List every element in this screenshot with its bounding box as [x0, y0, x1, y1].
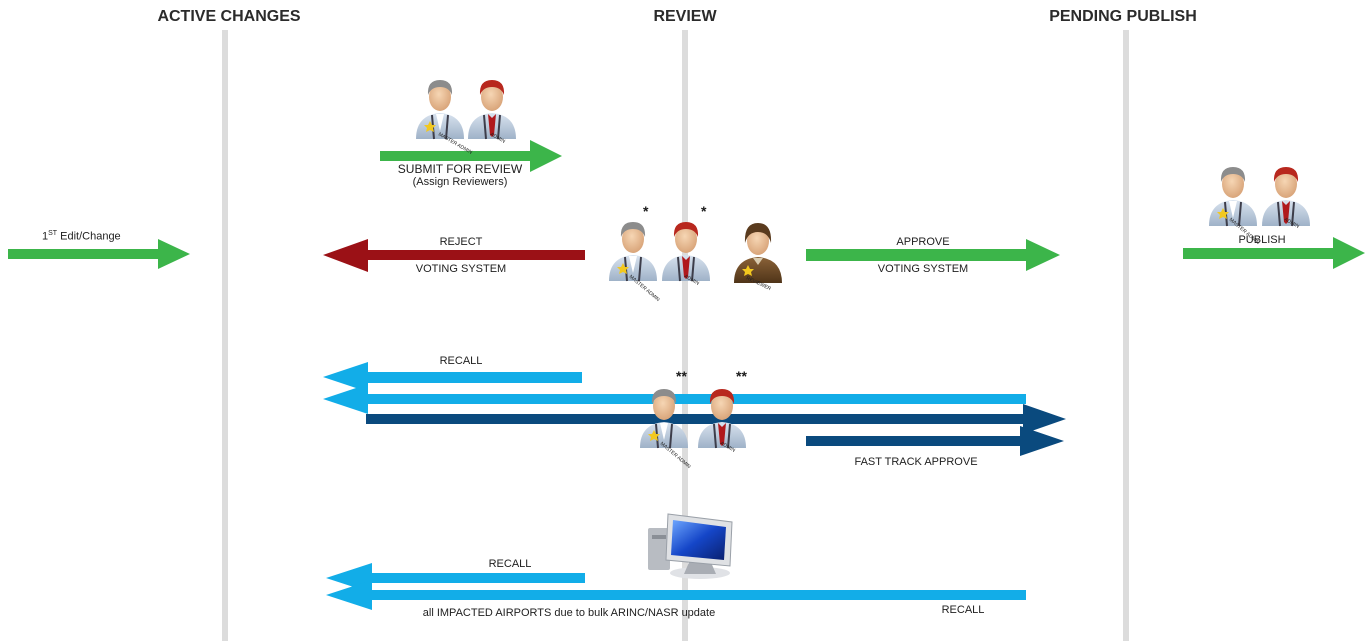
fast-track-arrow-long	[366, 404, 1066, 434]
submit-label: SUBMIT FOR REVIEW	[397, 162, 523, 176]
review-master-admin-avatar: MASTER ADMIN	[608, 221, 661, 303]
publish-label: PUBLISH	[1238, 234, 1286, 246]
reviewer-asterisk-master: *	[643, 203, 649, 219]
assign-reviewers-label: (Assign Reviewers)	[412, 176, 508, 188]
column-header-review: REVIEW	[653, 8, 717, 25]
column-header-active-changes: ACTIVE CHANGES	[157, 8, 301, 25]
divider-review-pending	[682, 30, 688, 641]
recall-arrow-bulk-long	[326, 580, 1026, 610]
first-edit-label: 1ST Edit/Change	[42, 230, 121, 243]
first-edit-arrow	[8, 239, 190, 269]
reviewer-asterisk-admin: *	[701, 203, 707, 219]
fast-track-label: FAST TRACK APPROVE	[854, 456, 978, 468]
fast-track-arrow-short	[806, 426, 1064, 456]
fasttrack-asterisk-master: **	[676, 368, 687, 384]
divider-pending-right	[1123, 30, 1129, 641]
computer-icon	[648, 513, 733, 579]
recall-label-top: RECALL	[439, 355, 483, 367]
approve-voting-label: VOTING SYSTEM	[877, 263, 969, 275]
publish-arrow	[1183, 237, 1365, 269]
reviewer-avatar: REVIEWER	[734, 223, 782, 292]
submit-arrow	[380, 140, 562, 172]
approve-label: APPROVE	[896, 236, 950, 248]
reject-label: REJECT	[439, 236, 483, 248]
recall-label-bulk: RECALL	[488, 558, 532, 570]
impacted-airports-label: all IMPACTED AIRPORTS due to bulk ARINC/…	[422, 607, 716, 619]
recall-arrow-bulk-short	[326, 563, 585, 593]
submit-master-admin-avatar: MASTER ADMIN	[415, 79, 473, 156]
recall-arrow-short	[323, 362, 582, 392]
submit-admin-avatar: ADMIN	[467, 79, 517, 145]
recall-label-bottom: RECALL	[941, 604, 985, 616]
divider-active-review	[222, 30, 228, 641]
approve-arrow	[806, 239, 1060, 271]
fasttrack-asterisk-admin: **	[736, 368, 747, 384]
column-header-pending-publish: PENDING PUBLISH	[1049, 8, 1197, 25]
reject-voting-label: VOTING SYSTEM	[415, 263, 507, 275]
publish-admin-avatar: ADMIN	[1261, 166, 1311, 230]
reject-arrow	[323, 239, 585, 272]
